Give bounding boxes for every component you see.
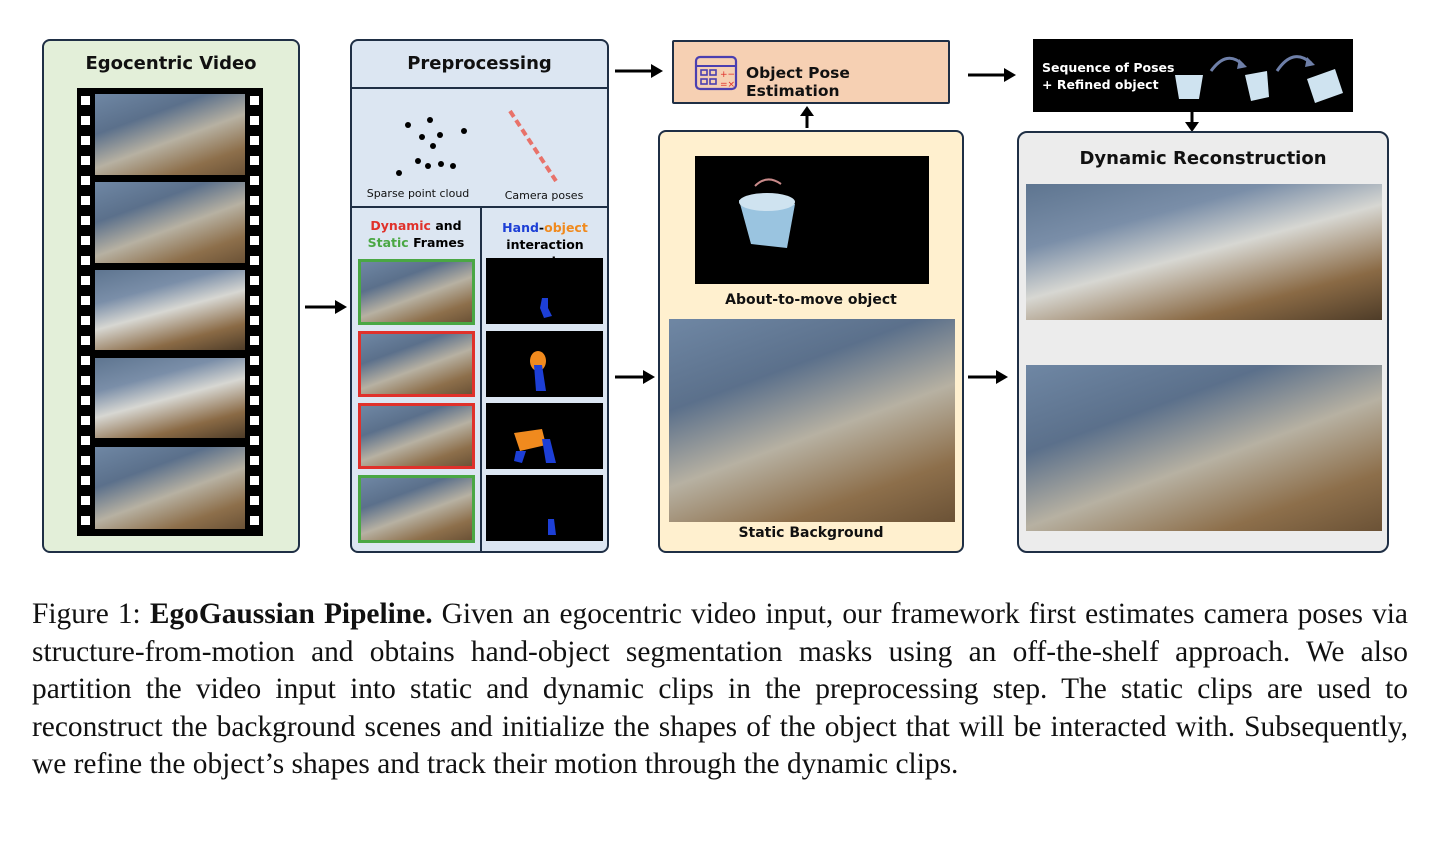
divider <box>480 206 482 552</box>
about-to-move-object-label: About-to-move object <box>725 292 897 308</box>
dynamic-reconstruction-title: Dynamic Reconstruction <box>1079 148 1327 169</box>
figure-caption: Figure 1: EgoGaussian Pipeline. Given an… <box>32 596 1408 784</box>
film-sprocket-holes <box>81 96 259 525</box>
refined-object-label: + Refined object <box>1042 77 1159 92</box>
object-word: object <box>544 220 588 235</box>
frames-header: Dynamic and Static Frames <box>352 217 480 251</box>
divider <box>352 87 607 89</box>
interaction-mask-image <box>486 475 603 541</box>
hyphen: - <box>538 220 545 235</box>
arrow-right-icon <box>615 62 663 80</box>
sequence-of-poses-box: Sequence of Poses + Refined object <box>1033 39 1353 112</box>
frames-word: Frames <box>408 235 465 250</box>
video-frame-4 <box>95 358 245 438</box>
object-pose-estimation-box: +− =× Object Pose Estimation <box>672 40 950 104</box>
film-strip <box>77 88 263 536</box>
static-frame-thumbnail <box>358 259 475 325</box>
bucket-image <box>739 178 795 248</box>
static-background-label: Static Background <box>738 525 884 541</box>
preprocessing-panel: Preprocessing Sparse point cloud Camera … <box>350 39 609 553</box>
preprocessing-title: Preprocessing <box>407 53 552 74</box>
sparse-point-cloud-label: Sparse point cloud <box>366 187 470 200</box>
static-background-image <box>669 319 955 522</box>
sparse-point-cloud-image <box>396 117 467 176</box>
arrow-up-icon <box>799 106 815 128</box>
static-frame-thumbnail <box>358 475 475 543</box>
video-frame-2 <box>95 182 245 263</box>
egocentric-video-panel: Egocentric Video <box>42 39 300 553</box>
divider <box>352 206 607 208</box>
caption-title: EgoGaussian Pipeline. <box>149 598 433 630</box>
arrow-right-icon <box>968 368 1008 386</box>
video-frame-3 <box>95 270 245 350</box>
video-frame-1 <box>95 94 245 175</box>
svg-text:=×: =× <box>720 80 735 90</box>
dynamic-frame-thumbnail <box>358 331 475 397</box>
hand-word: Hand <box>502 220 539 235</box>
caption-label: Figure 1: <box>32 598 150 630</box>
camera-poses-image <box>508 109 558 183</box>
svg-text:+−: +− <box>720 70 735 80</box>
static-word: Static <box>367 235 409 250</box>
about-to-move-object-image <box>695 156 929 284</box>
dynamic-frame-thumbnail <box>358 403 475 469</box>
arrow-right-icon <box>615 368 655 386</box>
dynamic-reconstruction-panel: Dynamic Reconstruction <box>1017 131 1389 553</box>
interaction-mask-image <box>486 403 603 469</box>
interaction-mask-image <box>486 331 603 397</box>
bucket-sequence-image <box>1175 55 1343 103</box>
sequence-of-poses-label: Sequence of Poses <box>1042 60 1175 75</box>
camera-poses-label: Camera poses <box>504 189 584 202</box>
arrow-right-icon <box>968 66 1016 84</box>
video-frame-5 <box>95 447 245 529</box>
arrow-right-icon <box>305 298 347 316</box>
dynamic-reconstruction-image <box>1026 184 1382 320</box>
interaction-mask-image <box>486 258 603 324</box>
arrow-down-icon <box>1184 112 1200 132</box>
object-pose-estimation-label: Object Pose Estimation <box>746 64 850 100</box>
caption-text: Given an egocentric video input, our fra… <box>32 598 1408 781</box>
calculator-icon: +− =× <box>694 55 738 91</box>
static-reconstruction-panel: About-to-move object Static Background <box>658 130 964 553</box>
dynamic-reconstruction-image <box>1026 365 1382 531</box>
dynamic-word: Dynamic <box>370 218 431 233</box>
and-word: and <box>430 218 462 233</box>
egocentric-video-title: Egocentric Video <box>85 53 257 74</box>
